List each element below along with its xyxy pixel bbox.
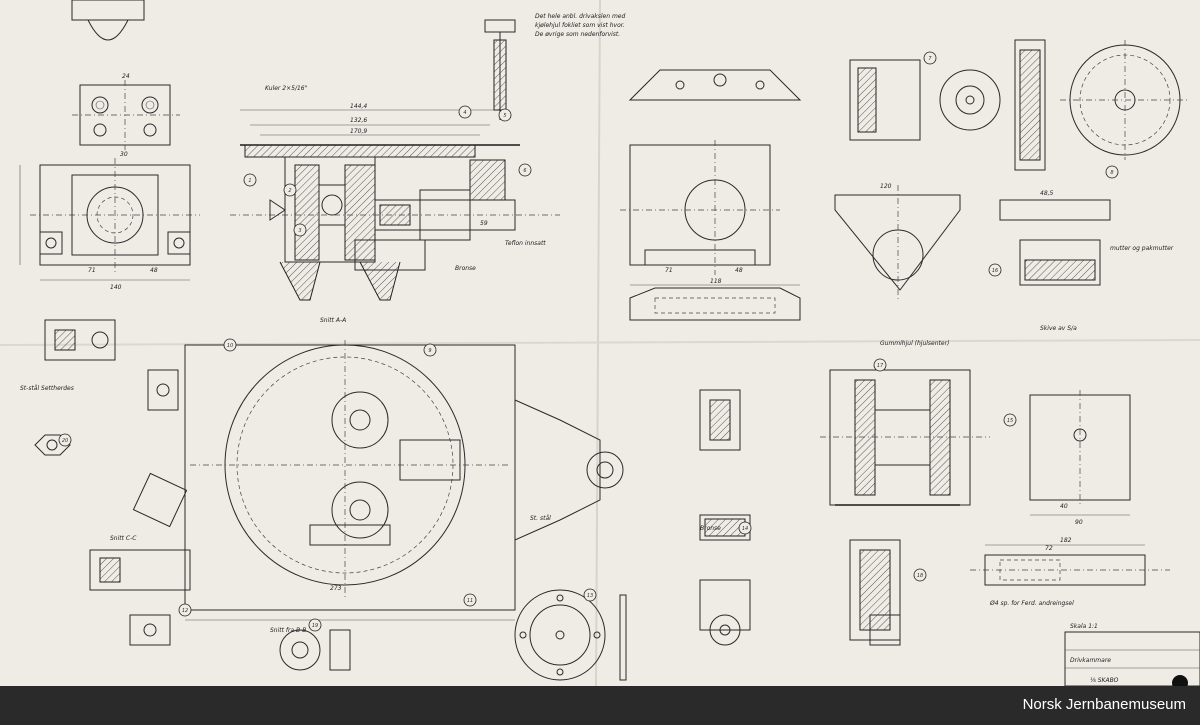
- balloon-number: 3: [298, 228, 301, 234]
- dim-59: 59: [480, 220, 488, 227]
- label-skive: Skive av S/a: [1040, 325, 1077, 332]
- dim-40: 40: [1060, 503, 1068, 510]
- balloon-number: 1: [248, 178, 251, 184]
- label-teflon: Teflon innsatt: [505, 240, 546, 247]
- main-cross-section: 144,4 132,6 170,9 59 Kuler 2×5/16" Snitt…: [230, 13, 625, 324]
- balloon-number: 15: [1007, 418, 1013, 424]
- drawing-canvas: 140 48 71 24 30 144,4 132,6 170,9 59 Kul…: [0, 0, 1200, 686]
- pulley-assembly: 90 40 Bronse: [699, 369, 1131, 541]
- museum-footer-bar: Norsk Jernbanemuseum: [0, 686, 1200, 725]
- label-gummi: Gummihjul (hjulsenter): [880, 340, 949, 347]
- title-block-name: Drivkammare: [1070, 657, 1111, 664]
- bracket-views: 118 71 48: [620, 69, 802, 321]
- note-kuler: Kuler 2×5/16": [265, 85, 308, 92]
- dim-90: 90: [1075, 519, 1083, 526]
- balloon-number: 14: [742, 526, 748, 532]
- dim-170-9: 170,9: [350, 128, 367, 135]
- dim-182: 182: [1060, 537, 1072, 544]
- technical-drawing-sheet: 140 48 71 24 30 144,4 132,6 170,9 59 Kul…: [0, 0, 1200, 686]
- note-top-3: De øvrige som nedenforvist.: [535, 31, 620, 38]
- museum-credit: Norsk Jernbanemuseum: [1022, 696, 1186, 713]
- label-settherdes-left: St-stål Settherdes: [20, 385, 74, 392]
- label-shaft-note: Ø4 sp. for Ferd. andreingsel: [989, 600, 1074, 607]
- dim-144-4: 144,4: [350, 103, 367, 110]
- label-section-aa: Snitt A-A: [320, 317, 346, 324]
- note-top-2: kjølehjul fokliet som vist hvor.: [535, 22, 625, 29]
- wheel-views: 120 48,5 Gummihjul (hjulsenter) mutter o…: [834, 39, 1190, 347]
- balloon-number: 6: [523, 168, 526, 174]
- balloon-number: 12: [182, 608, 188, 614]
- balloon-number: 9: [428, 348, 431, 354]
- balloon-number: 19: [312, 623, 318, 629]
- balloon-number: 7: [928, 56, 932, 62]
- title-block-scale: Skala 1:1: [1070, 623, 1098, 630]
- dim-24: 24: [122, 73, 130, 80]
- label-stal: St. stål: [530, 515, 551, 522]
- balloon-number: 20: [62, 438, 68, 444]
- balloon-number: 8: [1110, 170, 1113, 176]
- dim-118: 118: [710, 278, 722, 285]
- dim-72: 72: [1045, 545, 1053, 552]
- dim-273: 273: [330, 585, 342, 592]
- balloon-number: 2: [288, 188, 291, 194]
- dim-140: 140: [110, 284, 122, 291]
- dim-30: 30: [120, 151, 128, 158]
- note-top-1: Det hele anbl. drivakslen med: [535, 13, 625, 20]
- title-block: Skala 1:1 Drivkammare ⅛ SKABO: [1064, 623, 1200, 686]
- bearing-block-views: 140 48 71 24 30: [19, 0, 200, 291]
- dim-120: 120: [880, 183, 892, 190]
- balloon-number: 4: [463, 110, 466, 116]
- round-flange: [279, 589, 627, 681]
- dim-71: 71: [88, 267, 96, 274]
- shaft-detail: 182 72 Ø4 sp. for Ferd. andreingsel: [699, 537, 1170, 646]
- balloon-number: 18: [917, 573, 923, 579]
- balloon-number: 13: [587, 593, 593, 599]
- dim-71b: 71: [665, 267, 673, 274]
- dim-48b: 48: [735, 267, 743, 274]
- label-section-cc: Snitt C-C: [110, 535, 137, 542]
- dim-48-5: 48,5: [1040, 190, 1054, 197]
- label-mutter: mutter og pakmutter: [1110, 245, 1174, 252]
- balloon-number: 5: [503, 113, 506, 119]
- balloon-number: 16: [992, 268, 998, 274]
- title-block-code: ⅛ SKABO: [1090, 677, 1119, 684]
- dim-132-6: 132,6: [350, 117, 367, 124]
- label-section-bb: Snitt fra B-B: [270, 627, 306, 634]
- balloon-number: 17: [877, 363, 884, 369]
- small-parts-left: St-stål Settherdes Snitt C-C: [20, 319, 191, 646]
- balloon-number: 10: [227, 343, 233, 349]
- gear-plan-view: 273 Snitt fra B-B St. stål: [184, 340, 624, 634]
- balloon-number: 11: [467, 598, 473, 604]
- label-bronse: Bronse: [455, 265, 476, 272]
- dim-48: 48: [150, 267, 158, 274]
